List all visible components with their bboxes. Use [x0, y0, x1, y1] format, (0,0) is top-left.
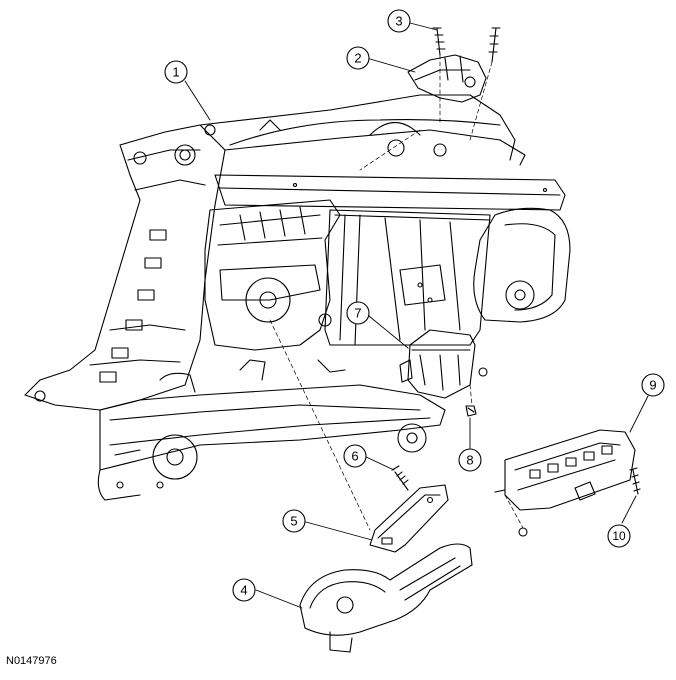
callout-8-circle: [458, 448, 482, 472]
callout-5-label: 5: [290, 514, 297, 529]
part-4-sensor: [299, 543, 473, 653]
callouts: [164, 9, 665, 602]
part-5-plate: [369, 484, 449, 553]
part-3-bolts: [432, 27, 501, 63]
leader-1: [184, 80, 211, 121]
leader-6: [365, 456, 395, 471]
alignment-lines: [269, 54, 524, 531]
leader-4: [255, 589, 303, 609]
callout-4-circle: [232, 578, 256, 602]
callout-2-label: 2: [354, 51, 361, 66]
leader-lines: [184, 22, 649, 609]
callout-9-circle: [641, 373, 665, 397]
part-6-bolt: [391, 465, 409, 491]
callout-6-label: 6: [351, 449, 358, 464]
part-7-module: [399, 329, 476, 399]
callout-9-label: 9: [649, 378, 656, 393]
leader-9: [629, 395, 649, 433]
leader-2: [369, 58, 416, 73]
callout-7-label: 7: [354, 306, 361, 321]
callout-6-circle: [343, 444, 367, 468]
callout-7-circle: [346, 301, 370, 325]
callout-3-label: 3: [395, 14, 402, 29]
part-9-control-module: [494, 429, 636, 537]
callout-labels: 1 2 3 4 5 6 7 8 9 10: [172, 14, 656, 598]
callout-5-circle: [282, 509, 306, 533]
callout-4-label: 4: [240, 583, 247, 598]
seat-frame: [24, 94, 571, 501]
callout-2-circle: [346, 46, 370, 70]
part-10-bolt: [629, 467, 641, 495]
figure-id: N0147976: [6, 655, 57, 667]
leader-10: [621, 495, 637, 524]
callout-1-label: 1: [172, 65, 179, 80]
callout-1-circle: [164, 60, 188, 84]
leader-7: [368, 315, 409, 349]
leader-5: [305, 521, 373, 541]
part-8-bolt: [465, 367, 488, 417]
callout-10-circle: [607, 524, 631, 548]
callout-10-label: 10: [612, 529, 626, 543]
callout-3-circle: [387, 9, 411, 33]
leader-3: [409, 22, 438, 31]
callout-8-label: 8: [466, 453, 473, 468]
